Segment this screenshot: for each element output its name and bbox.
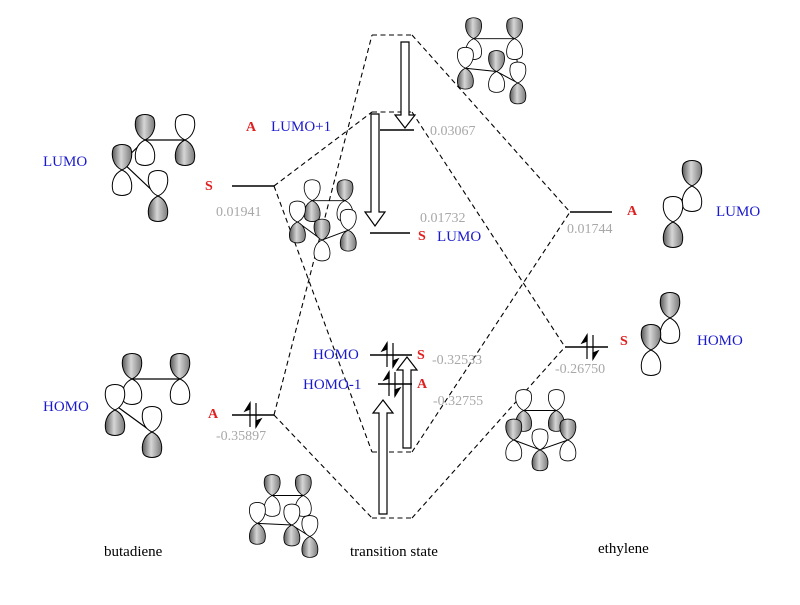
ts-lumo-label: LUMO <box>437 229 481 245</box>
butadiene-lumo-symmetry: S <box>205 179 213 194</box>
caption-ethylene: ethylene <box>598 541 649 557</box>
corr-ts-top-to-ethylene-lumo <box>411 34 571 213</box>
orbital-ethylene-lumo <box>662 160 703 248</box>
orbital-ts-homo-minus1 <box>249 474 319 558</box>
interaction-arrows <box>363 41 419 515</box>
spin-pair-ts-homo <box>380 340 400 370</box>
ts-lumo-plus1-symmetry: A <box>246 120 257 135</box>
ts-homo-energy: -0.32533 <box>432 353 482 368</box>
ethylene-homo-symmetry: S <box>620 334 628 349</box>
ethylene-lumo-energy: 0.01744 <box>567 222 613 237</box>
ethylene-lumo-label: LUMO <box>716 204 760 220</box>
arrow-down-to-lumo1 <box>393 41 417 129</box>
ts-homo-symmetry: S <box>417 348 425 363</box>
caption-butadiene: butadiene <box>104 544 163 560</box>
ts-homo-minus1-symmetry: A <box>417 377 428 392</box>
corr-ts-base-to-ethylene-homo <box>411 346 566 519</box>
orbital-ts-homo <box>505 389 577 472</box>
ts-homo-minus1-label: HOMO-1 <box>303 377 361 393</box>
orbital-ethylene-homo <box>640 292 681 376</box>
spin-pair-butadiene-homo <box>243 400 263 430</box>
ts-homo-minus1-energy: -0.32755 <box>433 394 483 409</box>
ethylene-lumo-symmetry: A <box>627 204 638 219</box>
ts-lumo-energy: 0.01732 <box>420 211 466 226</box>
ts-lumo-plus1-label: LUMO+1 <box>271 119 331 135</box>
ethylene-homo-label: HOMO <box>697 333 743 349</box>
spin-pair-ethylene-homo <box>580 332 600 362</box>
arrow-up-from-bottom <box>371 399 395 515</box>
correlation-lines <box>273 34 571 519</box>
butadiene-lumo-energy: 0.01941 <box>216 205 262 220</box>
corr-ts-bottom-to-ethylene-lumo <box>411 211 571 453</box>
ts-lumo-plus1-energy: 0.03067 <box>430 124 476 139</box>
orbital-ts-lumo-plus1 <box>457 17 527 105</box>
butadiene-lumo-label: LUMO <box>43 154 87 170</box>
ethylene-homo-energy: -0.26750 <box>555 362 605 377</box>
arrow-down-to-lumo <box>363 113 387 228</box>
butadiene-homo-label: HOMO <box>43 399 89 415</box>
orbital-ts-lumo <box>289 179 357 262</box>
butadiene-homo-energy: -0.35897 <box>216 429 266 444</box>
electron-pairs <box>243 332 600 430</box>
orbital-butadiene-homo <box>104 353 191 458</box>
corr-ts-lumo1-to-ethylene-homo <box>411 111 566 348</box>
spin-pair-ts-homo1 <box>382 369 402 399</box>
corr-butadiene-homo-to-ts-base <box>273 414 373 519</box>
orbital-butadiene-lumo <box>111 114 196 222</box>
butadiene-homo-symmetry: A <box>208 407 219 422</box>
arrow-up-from-homo1 <box>395 356 419 449</box>
ts-homo-label: HOMO <box>313 347 359 363</box>
corr-butadiene-lumo-to-ts-lumo1 <box>273 111 373 187</box>
ts-lumo-symmetry: S <box>418 229 426 244</box>
caption-transition-state: transition state <box>350 544 438 560</box>
